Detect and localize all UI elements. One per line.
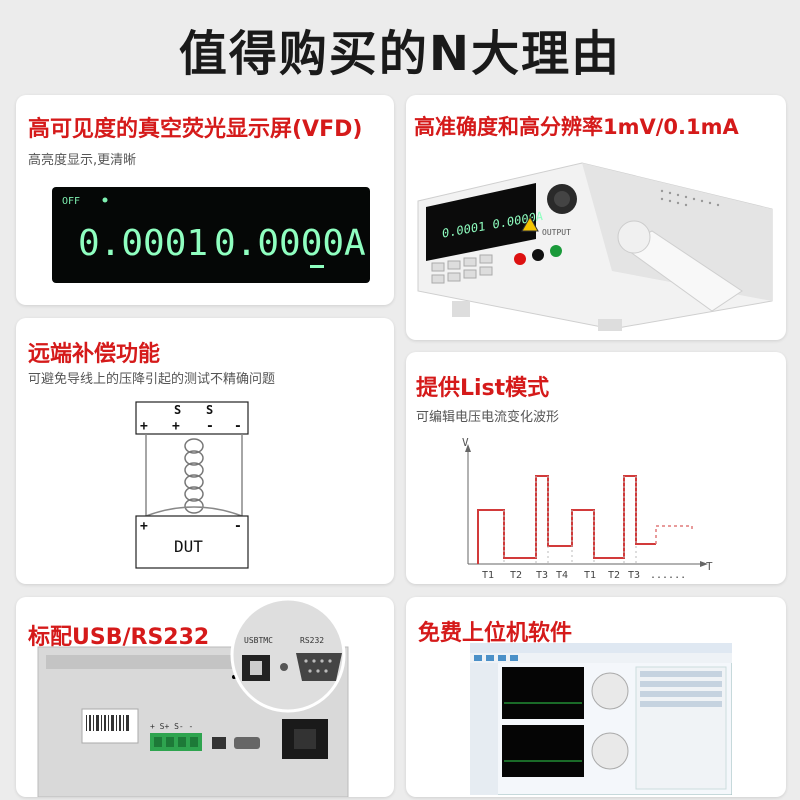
feature-card-vfd: 高可见度的真空荧光显示屏(VFD) 高亮度显示,更清晰 OFF 0.0001 0… — [16, 95, 394, 305]
rs232-port-label: RS232 — [300, 636, 324, 645]
graph-panel-voltage — [502, 667, 584, 719]
twisted-pair-wires — [184, 438, 204, 514]
feature-subtitle: 可避免导线上的压降引起的测试不精确问题 — [28, 372, 276, 387]
terminal-sign: - — [206, 419, 214, 434]
terminal-sign: + — [140, 419, 148, 434]
waveform-continuation — [655, 525, 693, 544]
vfd-status-text: OFF — [62, 196, 80, 207]
terminal-sign: - — [234, 419, 242, 434]
x-axis-label: T — [706, 560, 713, 573]
time-tick: ...... — [650, 570, 686, 581]
rs232-port-small — [234, 737, 260, 749]
dut-sign: + — [140, 519, 148, 534]
feature-card-usb-rs232: 标配USB/RS232 + S+ S- - USBTMC RS232 — [16, 597, 394, 797]
terminal-signs-label: + S+ S- - — [150, 722, 193, 731]
list-mode-waveform: V T T1 T2 T3 T4 T1 T2 T3 ...... — [462, 436, 713, 581]
terminal-sign: + — [172, 419, 180, 434]
time-tick: T3 — [628, 570, 640, 581]
vfd-display: OFF 0.0001 0.0000A — [52, 187, 370, 283]
vfd-cursor — [310, 265, 324, 268]
rear-panel-image: + S+ S- - USBTMC RS232 — [37, 597, 349, 797]
feature-subtitle: 高亮度显示,更清晰 — [28, 153, 137, 168]
usb-port-label: USBTMC — [244, 636, 273, 645]
db9-port — [296, 653, 342, 681]
port-zoom-lens — [230, 597, 346, 713]
feature-subtitle: 可编辑电压电流变化波形 — [416, 410, 560, 425]
dut-label: DUT — [174, 537, 203, 556]
usb-port-small — [212, 737, 226, 749]
remote-sense-diagram: S S + + - - + - DUT — [135, 401, 249, 569]
software-screenshot — [470, 643, 732, 795]
power-supply-front-image: 0.0001 0.0000A OUTPUT — [417, 162, 773, 331]
feature-title: 高准确度和高分辨率1mV/0.1mA — [414, 115, 739, 139]
time-tick: T4 — [556, 570, 568, 581]
sense-label: S — [174, 403, 181, 417]
feature-card-software: 免费上位机软件 — [406, 597, 786, 797]
y-axis-label: V — [462, 436, 469, 449]
current-gauge — [591, 732, 629, 770]
feature-title: 远端补偿功能 — [28, 342, 161, 367]
feature-card-list-mode: 提供List模式 可编辑电压电流变化波形 V T T1 T2 T3 T4 T1 … — [406, 352, 786, 584]
sense-label: S — [206, 403, 213, 417]
vfd-voltage-readout: 0.0001 — [78, 223, 208, 264]
voltage-gauge — [591, 672, 629, 710]
page-headline: 值得购买的N大理由 — [178, 26, 622, 82]
vfd-current-readout: 0.0000A — [214, 223, 366, 264]
time-tick: T1 — [482, 570, 494, 581]
feature-title: 免费上位机软件 — [418, 621, 573, 646]
graph-panel-current — [502, 725, 584, 777]
feature-title: 高可见度的真空荧光显示屏(VFD) — [28, 117, 363, 142]
time-tick: T2 — [608, 570, 620, 581]
time-tick: T2 — [510, 570, 522, 581]
sense-terminal-block — [150, 733, 202, 751]
feature-card-remote-sense: 远端补偿功能 可避免导线上的压降引起的测试不精确问题 S S + + - - +… — [16, 318, 394, 584]
feature-title: 标配USB/RS232 — [28, 625, 210, 650]
feature-card-accuracy: 高准确度和高分辨率1mV/0.1mA 0.0001 0.0000A OUTPUT — [406, 95, 786, 340]
waveform-line — [477, 475, 656, 564]
output-label: OUTPUT — [542, 228, 571, 237]
time-tick: T1 — [584, 570, 596, 581]
vfd-indicator-dot — [102, 197, 108, 203]
dut-sign: - — [234, 519, 242, 534]
time-tick: T3 — [536, 570, 548, 581]
feature-title: 提供List模式 — [416, 376, 550, 401]
